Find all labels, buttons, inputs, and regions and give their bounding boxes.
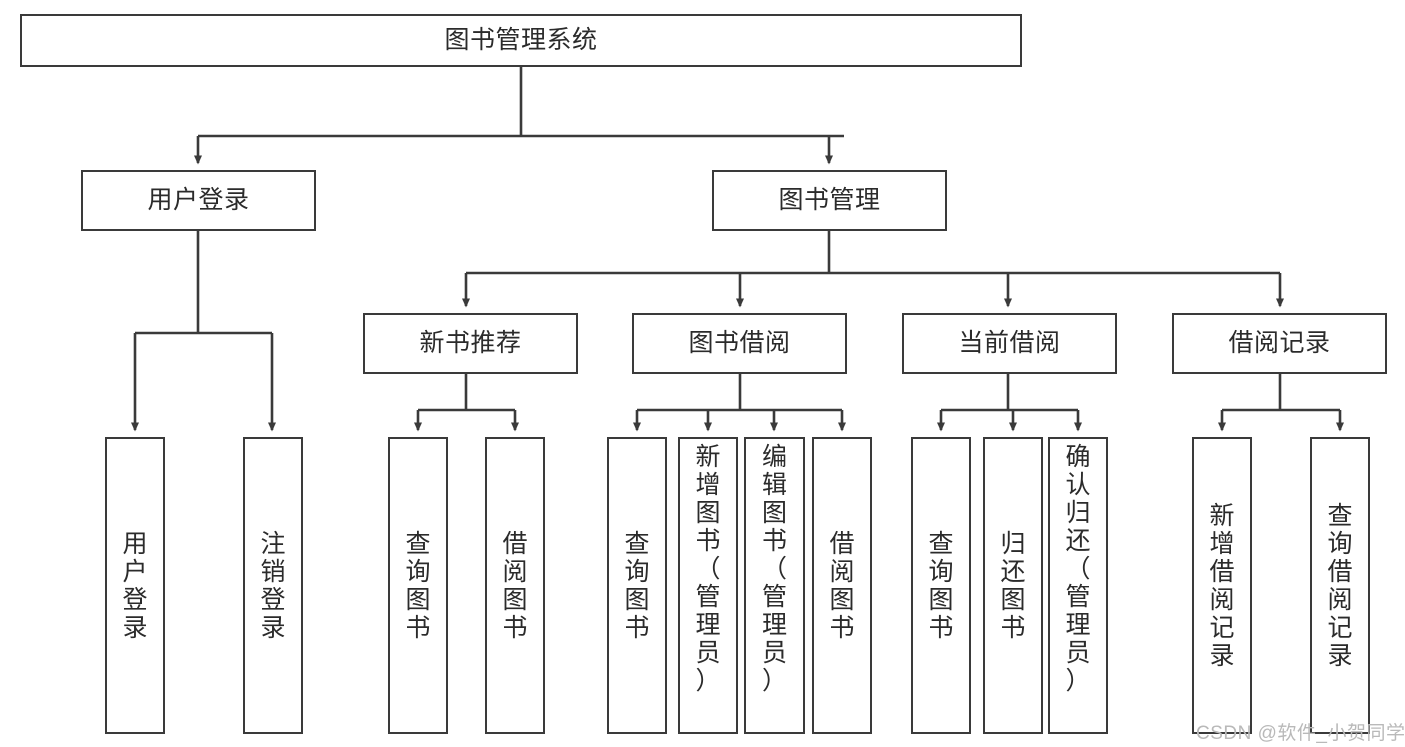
- leaf-borrow-book-newbook-label: 借 阅 图 书: [502, 529, 528, 642]
- leaf-edit-book-admin[interactable]: 编 辑 图 书 （ 管 理 员 ）: [744, 437, 805, 734]
- node-book-management-label: 图书管理: [778, 185, 881, 214]
- leaf-query-book-current[interactable]: 查 询 图 书: [911, 437, 971, 734]
- node-borrow-record[interactable]: 借阅记录: [1172, 313, 1387, 374]
- leaf-add-book-admin[interactable]: 新 增 图 书 （ 管 理 员 ）: [678, 437, 738, 734]
- leaf-add-book-admin-label: 新 增 图 书 （ 管 理 员 ）: [695, 443, 721, 695]
- node-new-book-recommend-label: 新书推荐: [419, 328, 522, 357]
- node-book-borrow-label: 图书借阅: [688, 328, 791, 357]
- leaf-borrow-book-label: 借 阅 图 书: [829, 529, 855, 642]
- leaf-add-borrow-record[interactable]: 新 增 借 阅 记 录: [1192, 437, 1252, 734]
- leaf-confirm-return-admin-label: 确 认 归 还 （ 管 理 员 ）: [1065, 443, 1091, 695]
- leaf-query-borrow-record-label: 查 询 借 阅 记 录: [1327, 501, 1353, 670]
- leaf-edit-book-admin-label: 编 辑 图 书 （ 管 理 员 ）: [761, 443, 787, 695]
- node-new-book-recommend[interactable]: 新书推荐: [363, 313, 578, 374]
- leaf-borrow-book[interactable]: 借 阅 图 书: [812, 437, 872, 734]
- node-book-borrow[interactable]: 图书借阅: [632, 313, 847, 374]
- leaf-logout-login[interactable]: 注 销 登 录: [243, 437, 303, 734]
- leaf-confirm-return-admin[interactable]: 确 认 归 还 （ 管 理 员 ）: [1048, 437, 1108, 734]
- leaf-query-book-newbook[interactable]: 查 询 图 书: [388, 437, 448, 734]
- csdn-watermark: CSDN @软件_小贺同学: [1196, 723, 1405, 744]
- node-user-login-label: 用户登录: [147, 185, 250, 214]
- leaf-query-book-newbook-label: 查 询 图 书: [405, 529, 431, 642]
- leaf-borrow-book-newbook[interactable]: 借 阅 图 书: [485, 437, 545, 734]
- leaf-query-borrow-record[interactable]: 查 询 借 阅 记 录: [1310, 437, 1370, 734]
- leaf-query-book-current-label: 查 询 图 书: [928, 529, 954, 642]
- node-borrow-record-label: 借阅记录: [1228, 328, 1331, 357]
- leaf-user-login-label: 用 户 登 录: [122, 529, 148, 642]
- leaf-query-book-borrow-label: 查 询 图 书: [624, 529, 650, 642]
- node-root[interactable]: 图书管理系统: [20, 14, 1022, 67]
- node-root-label: 图书管理系统: [444, 25, 598, 54]
- leaf-add-borrow-record-label: 新 增 借 阅 记 录: [1209, 501, 1235, 670]
- leaf-query-book-borrow[interactable]: 查 询 图 书: [607, 437, 667, 734]
- node-book-management[interactable]: 图书管理: [712, 170, 947, 231]
- node-current-borrow-label: 当前借阅: [958, 328, 1061, 357]
- leaf-return-book-label: 归 还 图 书: [1000, 529, 1026, 642]
- node-current-borrow[interactable]: 当前借阅: [902, 313, 1117, 374]
- node-user-login[interactable]: 用户登录: [81, 170, 316, 231]
- leaf-user-login[interactable]: 用 户 登 录: [105, 437, 165, 734]
- leaf-return-book[interactable]: 归 还 图 书: [983, 437, 1043, 734]
- leaf-logout-login-label: 注 销 登 录: [260, 529, 286, 642]
